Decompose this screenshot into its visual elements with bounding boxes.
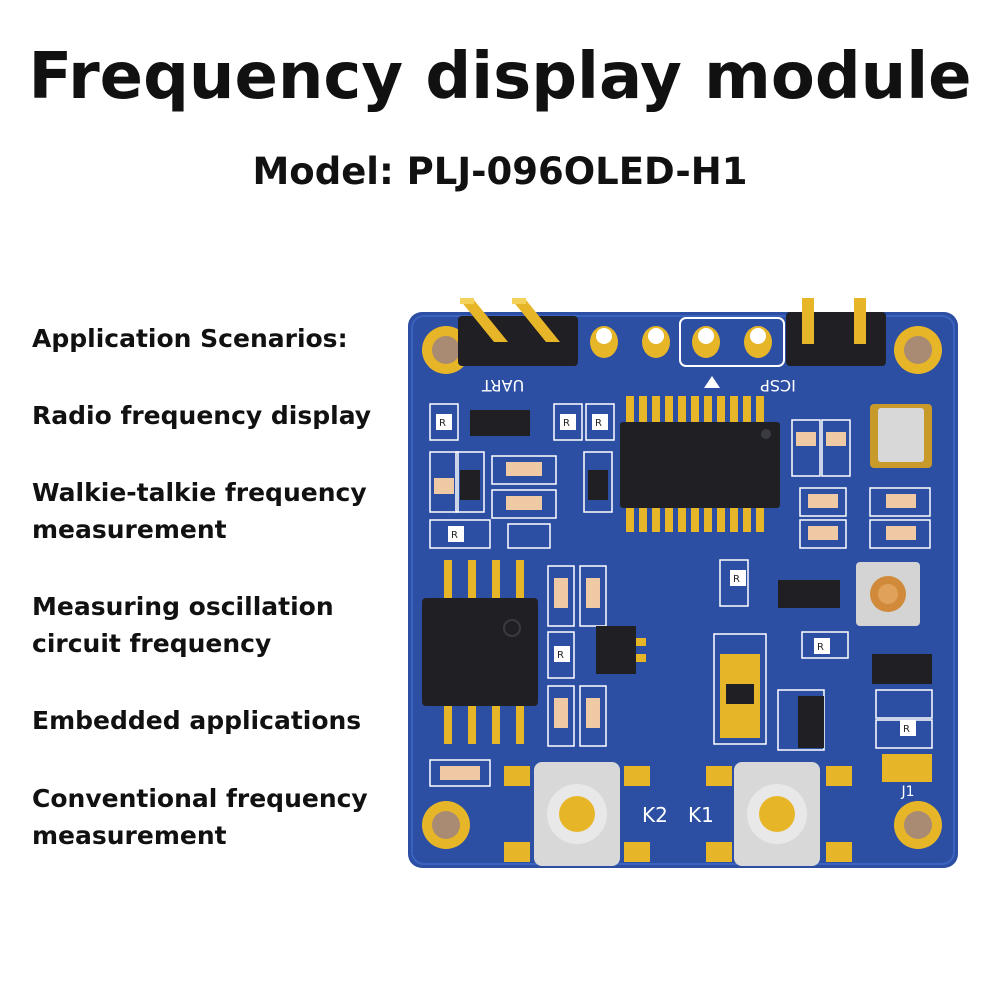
transistor	[470, 410, 530, 436]
icsp-label: ICSP	[760, 376, 796, 395]
resistor-label: R	[817, 642, 824, 653]
scenario-line: measurement	[32, 821, 227, 850]
scenario-line: Walkie-talkie frequency	[32, 478, 367, 507]
icsp-header	[786, 312, 886, 366]
transistor	[872, 654, 932, 684]
resistor-label: R	[557, 650, 564, 661]
pcb-board-illustration: UART ICSP	[408, 292, 968, 877]
page-title: Frequency display module	[28, 40, 972, 114]
scenario-line: Conventional frequency	[32, 784, 368, 813]
scenario-line: Measuring oscillation	[32, 592, 334, 621]
uart-header	[458, 316, 578, 366]
scenario-item-walkie-talkie: Walkie-talkie frequency measurement	[32, 474, 392, 548]
j1-label: J1	[900, 784, 914, 800]
resistor-label: R	[733, 574, 740, 585]
scenarios-heading: Application Scenarios:	[32, 324, 348, 353]
scenario-item-oscillation: Measuring oscillation circuit frequency	[32, 588, 392, 662]
resistor-label: R	[903, 724, 910, 735]
resistor-label: R	[451, 530, 458, 541]
scenario-line: measurement	[32, 515, 227, 544]
left-ic	[422, 598, 538, 706]
scenario-item-radio: Radio frequency display	[32, 397, 392, 434]
scenario-line: Embedded applications	[32, 706, 362, 735]
k1-label: K1	[688, 803, 714, 827]
transistor	[778, 580, 840, 608]
scenario-line: Radio frequency display	[32, 401, 372, 430]
main-ic-pins	[626, 396, 764, 532]
k2-label: K2	[642, 803, 668, 827]
model-subtitle: Model: PLJ-096OLED-H1	[252, 150, 748, 193]
scenario-item-embedded: Embedded applications	[32, 702, 392, 739]
resistor-label: R	[595, 418, 602, 429]
regulator	[596, 626, 636, 674]
scenario-item-conventional: Conventional frequency measurement	[32, 780, 392, 854]
scenario-line: circuit frequency	[32, 629, 272, 658]
resistor-label: R	[439, 418, 446, 429]
main-ic	[620, 422, 780, 508]
uart-label: UART	[482, 376, 525, 395]
resistor-label: R	[563, 418, 570, 429]
